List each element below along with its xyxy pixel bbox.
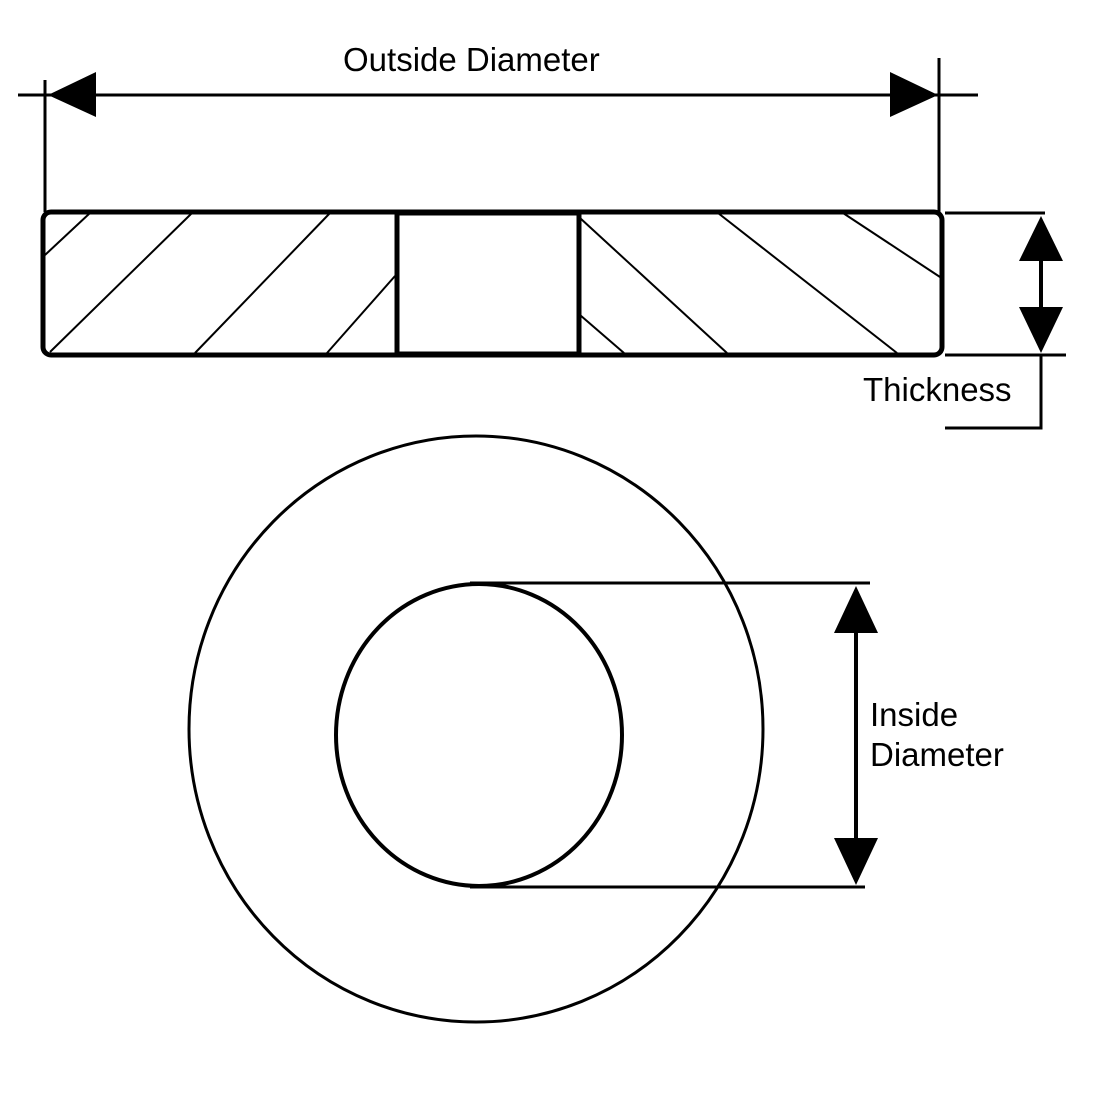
outside-diameter-dimension: [18, 58, 978, 212]
outer-circle: [187, 434, 765, 1024]
inside-diameter-label-line2: Diameter: [870, 736, 1004, 773]
hatch-line: [49, 212, 193, 353]
section-hatching: [44, 212, 941, 354]
id-arrow-down: [834, 838, 878, 885]
hatch-line: [44, 212, 91, 256]
od-arrow-left: [48, 72, 96, 117]
thickness-dimension: [945, 211, 1066, 430]
inner-circle: [334, 582, 624, 888]
thickness-leader: [945, 355, 1043, 430]
thickness-label: Thickness: [863, 371, 1012, 408]
thickness-arrow-up: [1019, 216, 1063, 261]
id-arrow-up: [834, 586, 878, 633]
thickness-arrow-down: [1019, 307, 1063, 353]
inside-diameter-dimension: [470, 581, 878, 889]
od-arrow-right: [890, 72, 938, 117]
hatch-line: [579, 314, 625, 354]
outside-diameter-label: Outside Diameter: [343, 41, 600, 78]
hatch-line: [326, 275, 396, 354]
hatch-line: [579, 217, 728, 354]
hatch-line: [194, 212, 331, 354]
washer-top-view: [187, 434, 765, 1024]
inside-diameter-label-line1: Inside: [870, 696, 959, 733]
hatch-line: [842, 212, 941, 278]
washer-cross-section: [40, 209, 945, 358]
hatch-line: [717, 212, 898, 354]
section-hole: [394, 210, 582, 357]
